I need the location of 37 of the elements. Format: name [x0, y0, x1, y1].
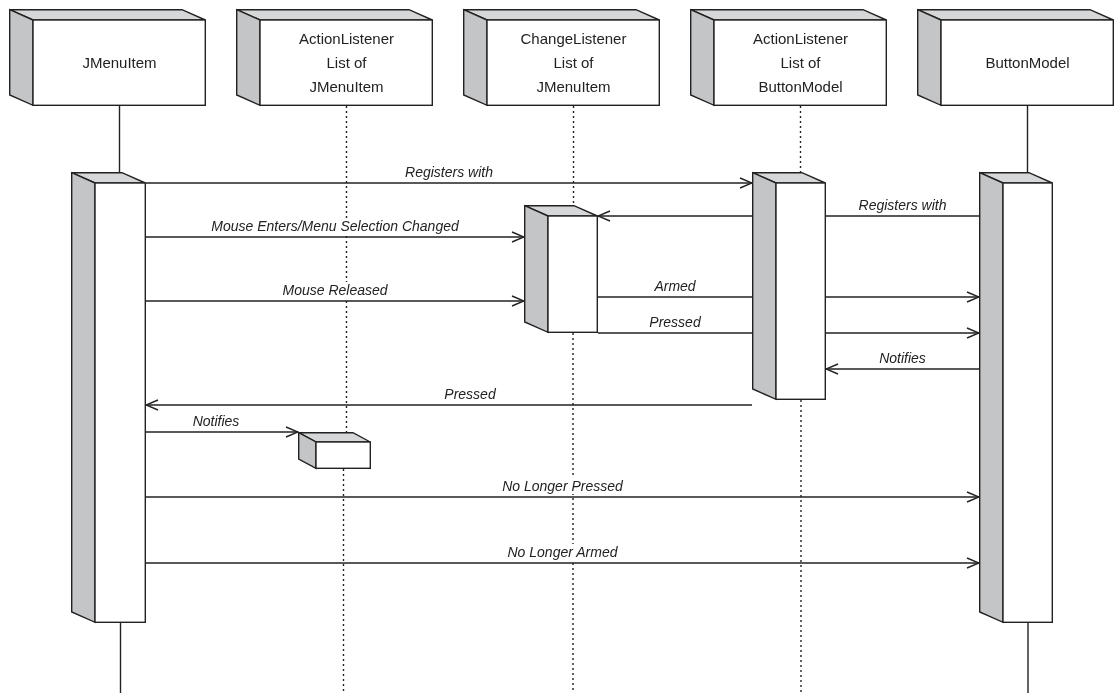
- message-arrow: [825, 327, 980, 339]
- lifeline-name: ChangeListener List of JMenuItem: [519, 29, 628, 97]
- lifeline: [1027, 622, 1029, 693]
- message-arrow: [145, 177, 753, 189]
- lifeline-name: ButtonModel: [984, 53, 1071, 73]
- lifeline: [119, 622, 122, 693]
- message-arrow: [145, 426, 299, 438]
- lifeline: [572, 332, 574, 693]
- edge-label: Armed: [652, 278, 698, 294]
- edge-label: Mouse Released: [280, 282, 390, 298]
- message-arrow: [825, 291, 980, 303]
- message-arrow: [145, 231, 525, 243]
- lifeline: [572, 105, 575, 206]
- edge-label: Pressed: [442, 386, 498, 402]
- edge-label: Notifies: [190, 413, 242, 429]
- message-arrow: [145, 491, 980, 503]
- edge-label: No Longer Pressed: [500, 478, 625, 494]
- edge-label: Mouse Enters/Menu Selection Changed: [209, 218, 461, 234]
- message-arrow: [145, 557, 980, 569]
- message-arrow: [825, 363, 980, 375]
- lifeline: [342, 468, 345, 693]
- lifeline: [118, 105, 121, 173]
- message-arrow: [597, 210, 753, 222]
- edge-label: No Longer Armed: [505, 544, 620, 560]
- lifeline-name: ActionListener List of ButtonModel: [751, 29, 850, 97]
- edge-label: Pressed: [647, 314, 703, 330]
- lifeline-name: JMenuItem: [81, 53, 158, 73]
- edge-label: Registers with: [403, 164, 495, 180]
- lifeline-name: ActionListener List of JMenuItem: [297, 29, 396, 97]
- message-arrow: [145, 399, 753, 411]
- lifeline: [1026, 105, 1029, 173]
- edge-label: Registers with: [856, 197, 949, 213]
- lifeline: [799, 105, 802, 173]
- lifeline: [345, 105, 348, 433]
- lifeline: [800, 399, 802, 693]
- message-arrow: [145, 295, 525, 307]
- edge-label: Notifies: [877, 350, 928, 366]
